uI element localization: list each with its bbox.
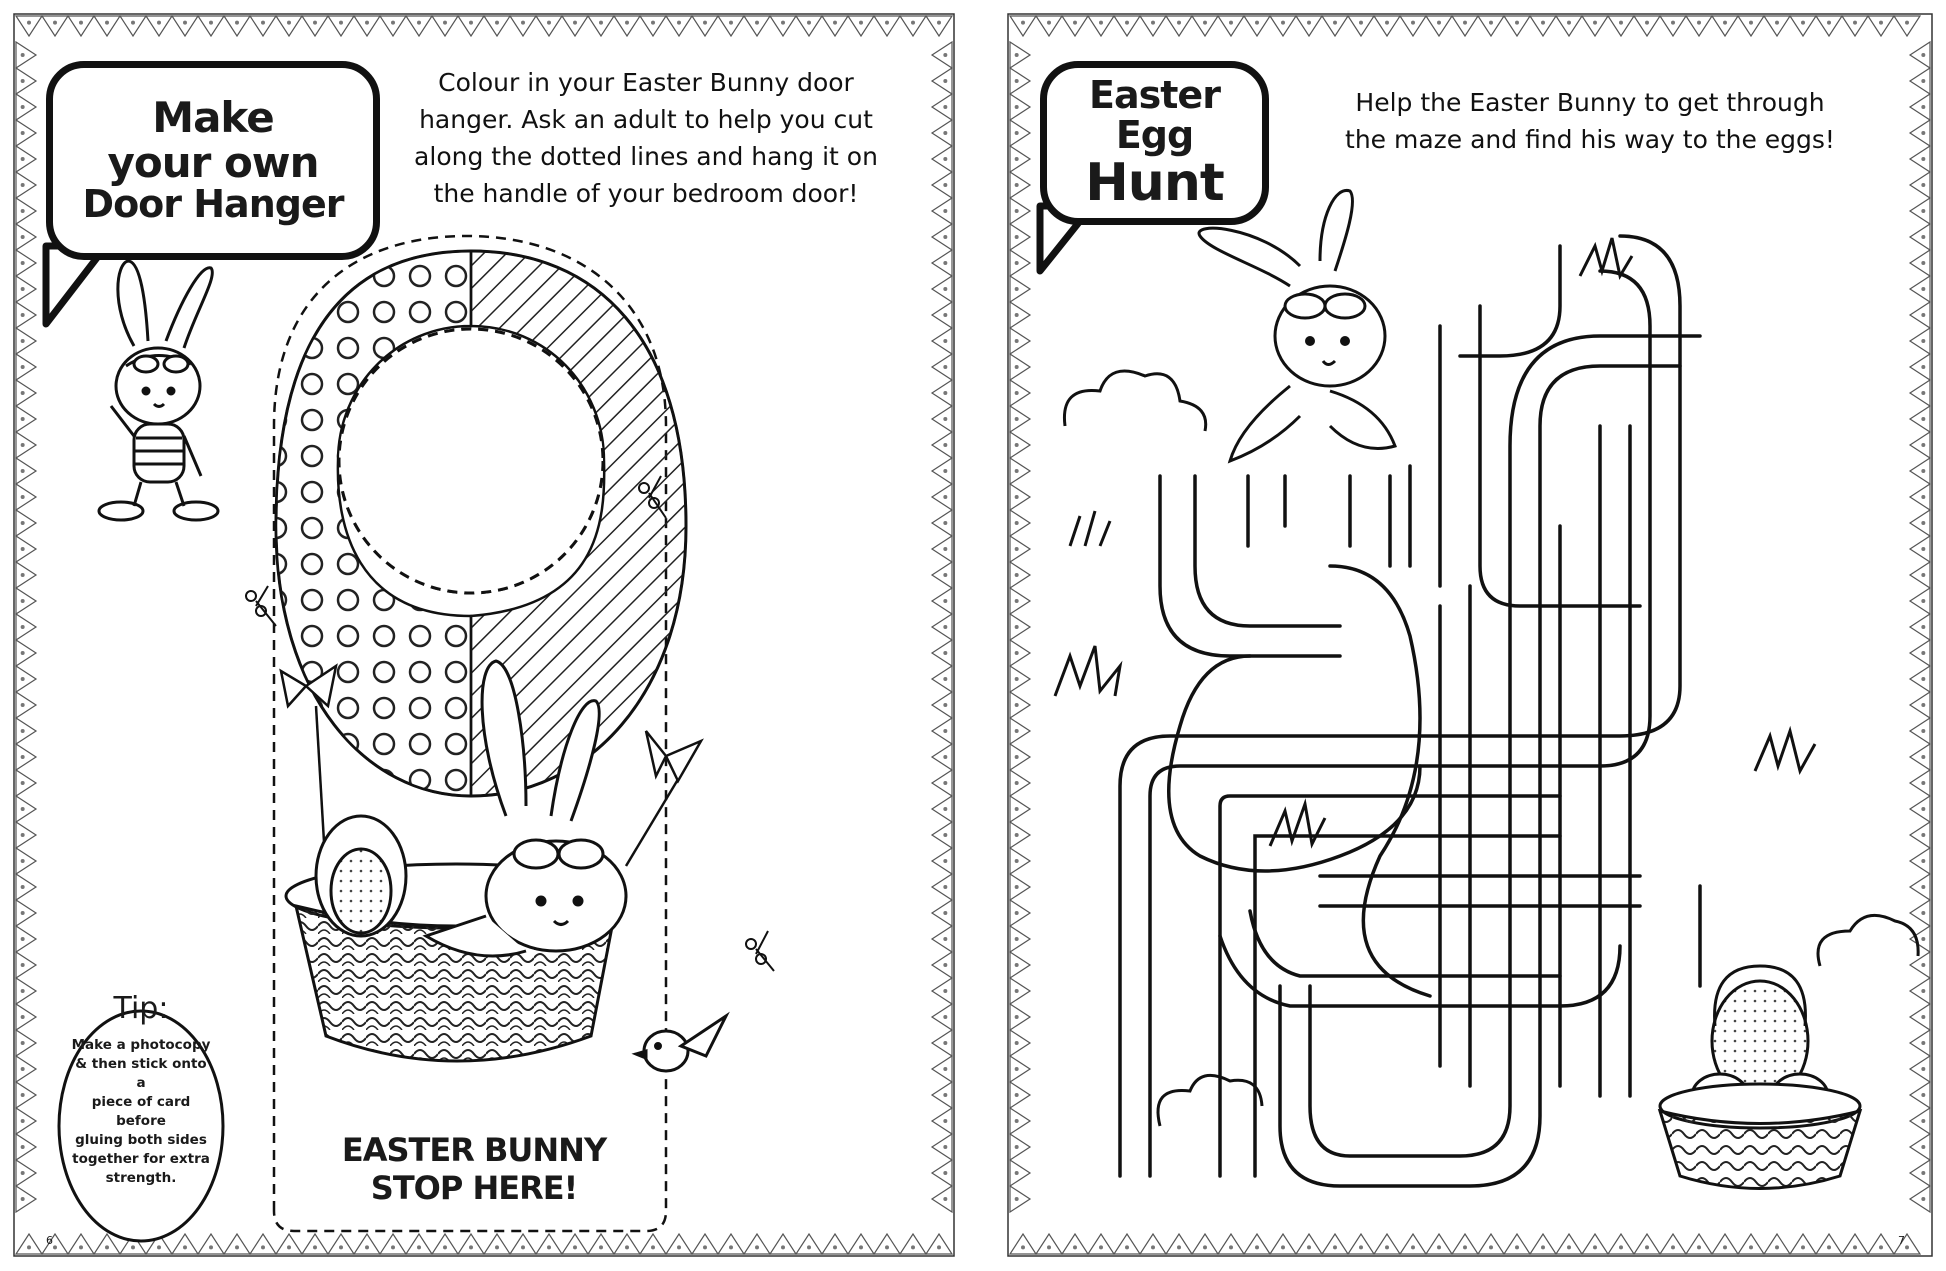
page-title-line: Door Hanger — [82, 181, 345, 226]
instruction-line: the handle of your bedroom door! — [433, 179, 859, 208]
instructions: Help the Easter Bunny to get through the… — [1255, 84, 1925, 158]
page-title-line: Make — [152, 93, 274, 143]
tip-title: Tip: — [113, 991, 169, 1026]
tip-line: together for extra — [72, 1151, 210, 1167]
right-page-artwork — [1007, 13, 1933, 1257]
hanger-caption: EASTER BUNNY STOP HERE! — [341, 1131, 607, 1207]
right-page-maze: Easter Egg Hunt Help the Easter Bunny to… — [1000, 6, 1940, 1264]
tip-line: strength. — [105, 1170, 177, 1186]
left-page-artwork — [13, 13, 955, 1257]
bunting-border-right — [1908, 40, 1931, 1214]
bunting-border-bottom — [1008, 1232, 1922, 1255]
bunny-illustration — [97, 259, 220, 522]
egg-basket-goal — [1657, 964, 1863, 1190]
page-number: 7 — [1898, 1234, 1905, 1247]
tip-line: & then stick onto a — [75, 1056, 207, 1091]
instruction-line: Help the Easter Bunny to get through — [1355, 88, 1825, 117]
page-title-box: Easter Egg Hunt — [1040, 61, 1269, 225]
instruction-line: hanger. Ask an adult to help you cut — [419, 105, 873, 134]
instruction-line: the maze and find his way to the eggs! — [1345, 125, 1835, 154]
instruction-line: Colour in your Easter Bunny door — [438, 68, 854, 97]
bunting-border-top — [1008, 15, 1922, 38]
hot-air-balloon-egg — [274, 249, 688, 798]
tip-text: Make a photocopy & then stick onto a pie… — [71, 1036, 211, 1188]
bird-illustration — [631, 1011, 730, 1073]
maze-paths — [1118, 234, 1702, 1188]
tip-egg-outline — [57, 1009, 225, 1243]
bunny-illustration — [1197, 189, 1397, 464]
decorative-plants — [1053, 237, 1920, 1127]
door-hanger-cut-line — [272, 234, 668, 1233]
bunting-border-top — [14, 15, 954, 38]
page-title-line: Hunt — [1085, 152, 1224, 213]
instructions: Colour in your Easter Bunny door hanger.… — [376, 64, 916, 212]
left-page-door-hanger: Make your own Door Hanger Colour in your… — [6, 6, 962, 1264]
page-title-box: Make your own Door Hanger — [46, 61, 380, 260]
bunting-border-right — [930, 40, 953, 1214]
tip-line: piece of card before — [91, 1094, 191, 1129]
bunting-border-left — [1009, 40, 1032, 1214]
tip-line: gluing both sides — [75, 1132, 207, 1148]
bunny-in-basket — [422, 659, 628, 958]
bunting-border-bottom — [14, 1232, 954, 1255]
scissors-icon — [245, 475, 775, 972]
bunting-border-left — [15, 40, 38, 1214]
page-title-line: Easter Egg — [1089, 72, 1221, 157]
tip-line: Make a photocopy — [71, 1037, 211, 1053]
page-title-line: your own — [107, 137, 319, 187]
page-number: 6 — [46, 1234, 53, 1247]
instruction-line: along the dotted lines and hang it on — [414, 142, 878, 171]
